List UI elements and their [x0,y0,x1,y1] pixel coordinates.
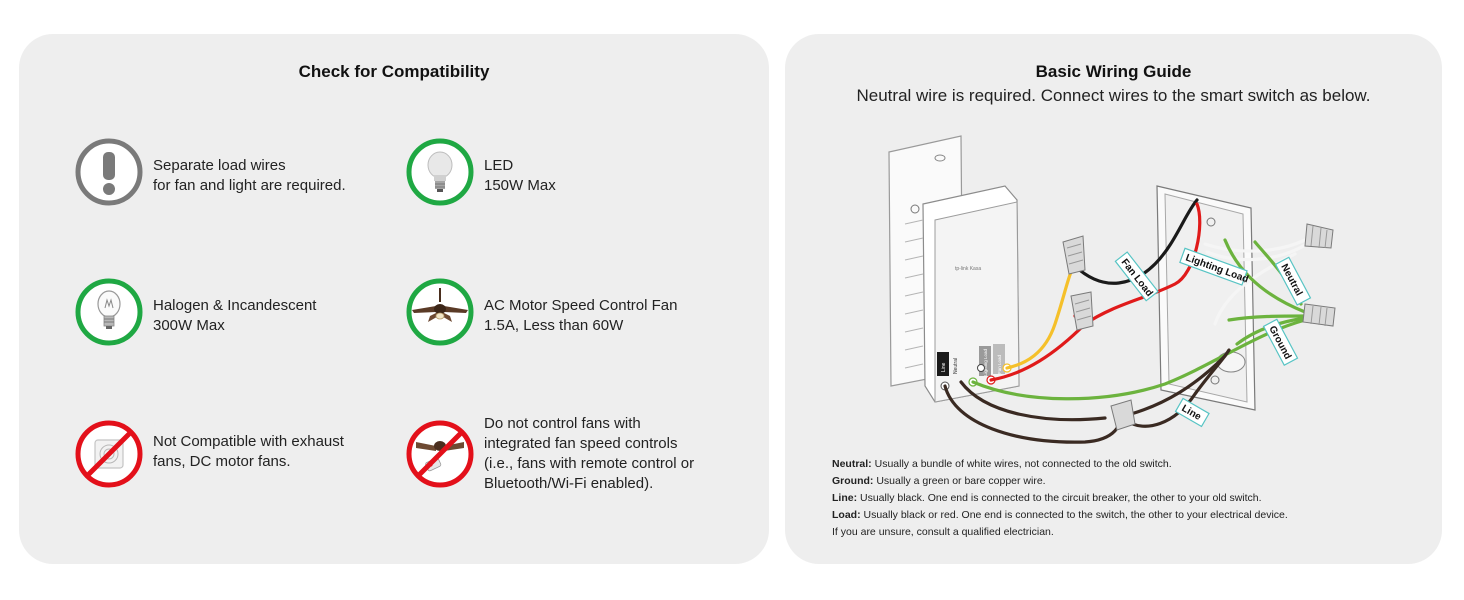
switch-line-label: Line [941,362,947,372]
exhaust-fan-prohibited-icon [75,420,143,488]
incandescent-bulb-icon [75,278,143,346]
compat-text-line: 150W Max [484,177,556,194]
compat-text-line: Halogen & Incandescent [153,297,317,314]
compat-text-line: for fan and light are required. [153,177,346,194]
compat-text-line: LED [484,157,514,174]
legend-item-load: Load: Usually black or red. One end is c… [832,509,1288,521]
wiring-diagram: tp-link Kasa Line Neutral Lighting Load … [888,135,1336,444]
led-bulb-icon [406,138,474,206]
compat-text-line: fans, DC motor fans. [153,453,291,470]
compat-text-line: 1.5A, Less than 60W [484,317,624,334]
compat-text-line: integrated fan speed controls [484,435,678,452]
legend-item-neutral: Neutral: Usually a bundle of white wires… [832,458,1172,470]
wiring-panel: Basic Wiring Guide Neutral wire is requi… [785,34,1442,564]
compatibility-panel: Check for Compatibility Separate load wi… [19,34,769,564]
compatibility-title: Check for Compatibility [298,62,490,81]
legend-item-ground: Ground: Usually a green or bare copper w… [832,475,1046,487]
wiring-subtitle: Neutral wire is required. Connect wires … [856,86,1371,105]
compat-text-line: Bluetooth/Wi-Fi enabled). [484,475,654,492]
legend-item-line: Line: Usually black. One end is connecte… [832,492,1262,504]
compat-text-line: AC Motor Speed Control Fan [484,297,678,314]
wiring-title: Basic Wiring Guide [1035,62,1192,81]
switch-fan-label: Fan Load [997,354,1002,374]
switch-neutral-label: Neutral [953,358,959,374]
smart-fan-prohibited-icon [406,420,474,488]
wall-box [1156,185,1256,411]
switch-brand-label: tp-link Kasa [955,266,981,272]
warning-icon [75,138,143,206]
legend-note: If you are unsure, consult a qualified e… [832,526,1054,538]
compat-text-line: (i.e., fans with remote control or [484,455,695,472]
compat-text-line: Separate load wires [153,157,286,174]
wiring-legend: Neutral: Usually a bundle of white wires… [832,456,1288,541]
wire-nuts [1062,223,1336,431]
compat-text-line: Do not control fans with [484,415,641,432]
switch-lighting-label: Lighting Load [983,348,988,376]
ceiling-fan-icon [406,278,474,346]
compat-text-line: Not Compatible with exhaust [153,433,344,450]
compat-text-line: 300W Max [153,317,225,334]
smart-switch: tp-link Kasa Line Neutral Lighting Load … [888,135,1020,403]
